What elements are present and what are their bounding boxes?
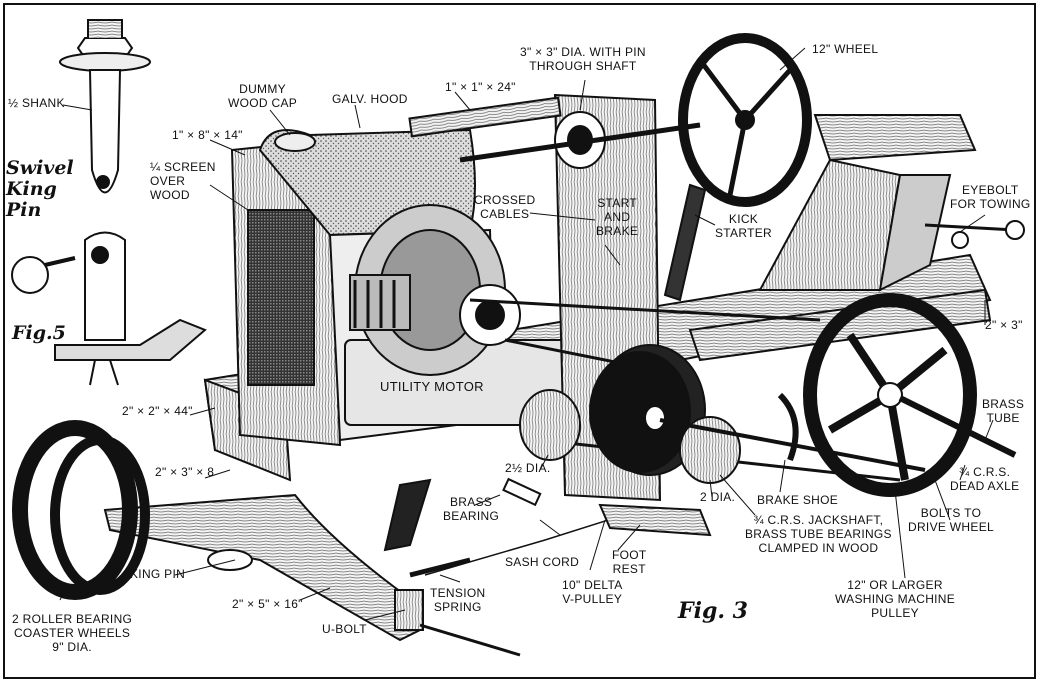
king-pin-label: KING PIN xyxy=(130,567,186,581)
one-by-eight-label: 1" × 8" × 14" xyxy=(172,128,243,142)
pin-through-shaft-label: 3" × 3" DIA. WITH PIN THROUGH SHAFT xyxy=(520,45,646,73)
two-by-three-8-label: 2" × 3" × 8 xyxy=(155,465,215,479)
galv-hood-label: GALV. HOOD xyxy=(332,92,408,106)
seat xyxy=(758,114,977,292)
fig5-caption: Fig.5 xyxy=(12,322,66,344)
front-axle xyxy=(12,420,641,657)
eyebolt-label: EYEBOLT FOR TOWING xyxy=(950,183,1031,211)
drive-train xyxy=(469,220,1025,497)
twelve-wheel-label: 12" WHEEL xyxy=(812,42,879,56)
foot-rest-label: FOOT REST xyxy=(612,548,647,576)
brass-bearing-label: BRASS BEARING xyxy=(443,495,500,523)
kick-starter-label: KICK STARTER xyxy=(715,212,772,240)
sash-cord-label: SASH CORD xyxy=(505,555,580,569)
brass-tube-label: BRASS TUBE xyxy=(982,397,1025,425)
utility-motor xyxy=(344,204,596,426)
foot-rest xyxy=(383,477,712,552)
delta-pulley-label: 10" DELTA V-PULLEY xyxy=(562,578,623,606)
two-by-five-label: 2" × 5" × 16" xyxy=(232,597,303,611)
u-bolt-label: U-BOLT xyxy=(322,622,367,636)
one-by-one-label: 1" × 1" × 24" xyxy=(445,80,516,94)
king-pin-detail xyxy=(11,19,207,386)
crossed-cables-label: CROSSED CABLES xyxy=(474,193,536,221)
fig3-caption: Fig. 3 xyxy=(678,598,748,624)
start-and-brake-label: START AND BRAKE xyxy=(596,196,639,238)
two-half-dia-label: 2½ DIA. xyxy=(505,461,551,475)
brake-shoe-label: BRAKE SHOE xyxy=(757,493,839,507)
coaster-wheels-label: 2 ROLLER BEARING COASTER WHEELS 9" DIA. xyxy=(12,612,133,654)
tension-spring-label: TENSION SPRING xyxy=(430,586,486,614)
bolts-to-drive-wheel-label: BOLTS TO DRIVE WHEEL xyxy=(908,506,994,534)
leader-lines xyxy=(59,47,994,621)
two-by-two-44-label: 2" × 2" × 44" xyxy=(122,404,193,418)
two-dia-label: 2 DIA. xyxy=(700,490,736,504)
two-by-three-label: 2" × 3" xyxy=(985,318,1023,332)
half-shank-label: ½ SHANK xyxy=(8,96,65,110)
jackshaft-label: ¾ C.R.S. JACKSHAFT, BRASS TUBE BEARINGS … xyxy=(745,513,892,555)
steering-assembly xyxy=(408,33,812,502)
swivel-king-pin-title: Swivel King Pin xyxy=(6,157,74,221)
dead-axle-label: ¾ C.R.S. DEAD AXLE xyxy=(950,465,1020,493)
washing-machine-pulley-label: 12" OR LARGER WASHING MACHINE PULLEY xyxy=(835,578,956,620)
screen-over-wood-label: ¼ SCREEN OVER WOOD xyxy=(150,160,216,202)
utility-motor-label: UTILITY MOTOR xyxy=(380,379,484,394)
dummy-wood-cap-label: DUMMY WOOD CAP xyxy=(228,82,298,110)
